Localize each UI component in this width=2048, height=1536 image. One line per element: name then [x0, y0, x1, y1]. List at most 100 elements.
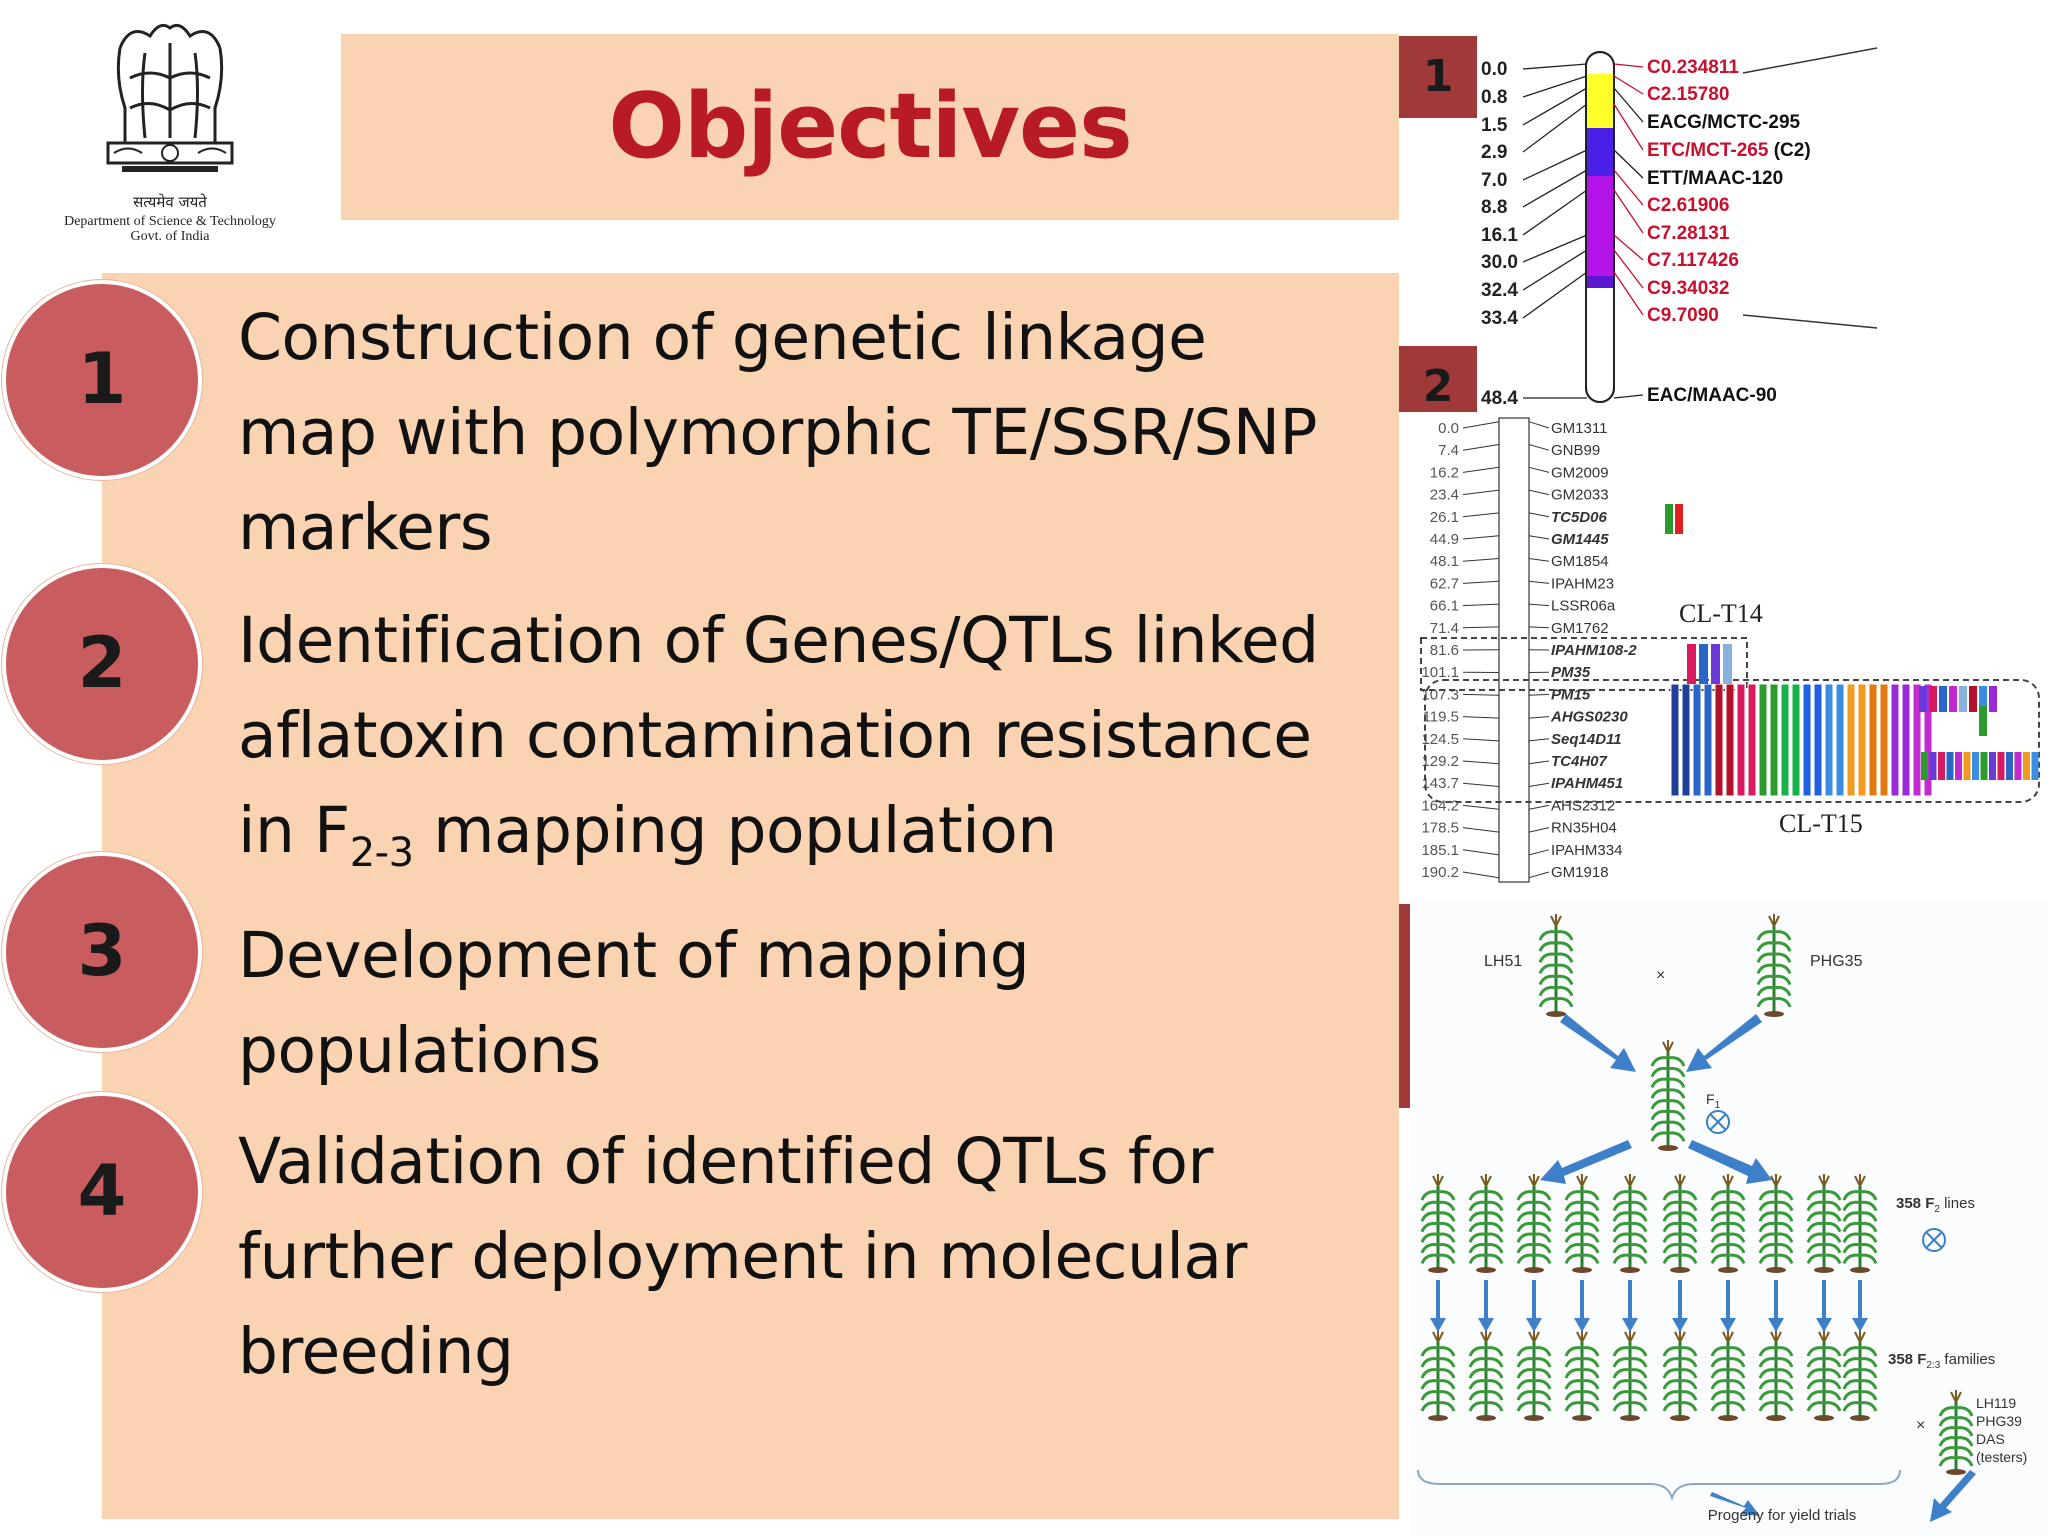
map1-tick — [1522, 87, 1588, 126]
objective-3-badge: 3 — [2, 852, 202, 1052]
qtl-bar — [1769, 683, 1779, 797]
map2-tick — [1528, 535, 1550, 540]
map2-marker-label: PM35 — [1551, 664, 1591, 681]
maize-plant-icon — [1516, 1174, 1552, 1273]
map2-marker-label: IPAHM334 — [1551, 842, 1622, 859]
objective-2-text: Identification of Genes/QTLs linked afla… — [238, 593, 1378, 878]
f1-label: F1 — [1706, 1091, 1721, 1111]
map2-tick — [1528, 760, 1550, 765]
map2-position-label: 44.9 — [1430, 531, 1459, 548]
down-arrow-head — [1574, 1318, 1590, 1332]
map2-marker-label: PM15 — [1551, 686, 1591, 703]
down-arrow-head — [1852, 1318, 1868, 1332]
map2-position-label: 81.6 — [1430, 642, 1459, 659]
qtl-bar-small — [1979, 706, 1987, 736]
objective-3-text: Development of mapping populations — [238, 908, 1378, 1098]
qtl-bar-small — [2023, 752, 2030, 780]
map2-position-label: 129.2 — [1421, 753, 1459, 770]
chromosome-band — [1587, 276, 1613, 288]
map1-marker-tick — [1613, 149, 1644, 179]
qtl-bar — [1736, 683, 1746, 797]
map2-tick — [1462, 444, 1500, 451]
tester-1: LH119 — [1976, 1395, 2016, 1411]
objective-3-line: populations — [238, 1014, 601, 1087]
maize-plant-icon — [1538, 914, 1574, 1017]
map2-tick — [1528, 738, 1550, 742]
maize-plant-icon — [1662, 1174, 1698, 1273]
map1-position-label: 33.4 — [1481, 308, 1518, 329]
chromosome-blue-segment — [1587, 128, 1613, 176]
map1-position-label: 16.1 — [1481, 225, 1518, 246]
map2-tick — [1462, 716, 1500, 719]
qtl-bar-small — [1989, 752, 1996, 780]
qtl-bar — [1901, 683, 1911, 797]
map1-tick — [1522, 189, 1588, 236]
map2-tick — [1528, 804, 1550, 810]
map1-position-label: 0.0 — [1481, 59, 1507, 80]
map2-tick — [1528, 827, 1550, 833]
qtl-bar — [1703, 683, 1713, 797]
maize-plant-icon — [1756, 914, 1792, 1017]
linkage-map-figure: 0.00.81.52.97.08.816.130.032.433.448.4 C… — [1481, 47, 1878, 409]
progeny-arrow-icon — [1710, 1492, 1760, 1516]
objective-1-line: markers — [238, 491, 493, 564]
maize-plant-icon — [1564, 1330, 1600, 1421]
map1-marker-tick — [1613, 394, 1644, 399]
maize-plant-icon — [1612, 1330, 1648, 1421]
national-emblem-icon — [106, 23, 234, 172]
figure-tag-1: 1 — [1399, 36, 1477, 118]
down-arrow-head — [1478, 1318, 1494, 1332]
qtl-cluster-figure: 0.07.416.223.426.144.948.162.766.171.481… — [1399, 412, 2048, 892]
tester-arrow-icon — [1930, 1470, 1976, 1522]
map1-positions: 0.00.81.52.97.08.816.130.032.433.448.4 — [1481, 59, 1588, 409]
map1-marker-tick — [1613, 234, 1644, 261]
objective-2-line: aflatoxin contamination resistance — [238, 699, 1312, 772]
map2-tick — [1528, 558, 1550, 562]
map1-tick — [1522, 103, 1588, 153]
down-arrow-head — [1526, 1318, 1542, 1332]
map2-tick — [1528, 444, 1550, 451]
map2-tick — [1528, 512, 1550, 518]
qtl-bar-small — [1969, 686, 1977, 712]
qtl-bar-small — [1938, 752, 1945, 780]
map2-position-label: 164.2 — [1421, 797, 1459, 814]
qtl-bar-small — [1972, 752, 1979, 780]
qtl-bar-small — [2006, 752, 2013, 780]
qtl-bar-small — [1963, 752, 1971, 780]
objective-2-badge: 2 — [2, 564, 202, 764]
map2-tick — [1462, 512, 1500, 518]
map1-position-label: 7.0 — [1481, 170, 1507, 191]
maize-plant-icon — [1420, 1330, 1456, 1421]
map2-marker-label: GM2033 — [1551, 487, 1609, 504]
map2-tick — [1462, 489, 1500, 496]
map2-positions: 0.07.416.223.426.144.948.162.766.171.481… — [1421, 420, 1459, 881]
map1-position-label: 30.0 — [1481, 252, 1518, 273]
map1-tick — [1522, 75, 1588, 98]
map2-position-label: 7.4 — [1438, 442, 1459, 459]
qtl-bar-small — [1959, 686, 1967, 712]
down-arrow-head — [1622, 1318, 1638, 1332]
qtl-bar — [1868, 683, 1878, 797]
f23-families-label: 358 F2:3 families — [1888, 1351, 1995, 1371]
map2-position-label: 119.5 — [1423, 709, 1459, 726]
map2-tick — [1528, 871, 1550, 879]
page-title: Objectives — [608, 74, 1132, 179]
map2-tick — [1462, 626, 1500, 629]
map2-tick — [1462, 804, 1500, 810]
map1-marker-tick — [1613, 249, 1644, 289]
qtl-bar-small — [1997, 752, 2005, 780]
qtl-bar — [1912, 683, 1922, 797]
maize-plant-icon — [1710, 1330, 1746, 1421]
map1-marker-tick — [1613, 87, 1644, 123]
map2-marker-label: LSSR06a — [1551, 598, 1616, 615]
parent1-label: LH51 — [1484, 953, 1522, 970]
qtl-bar — [1857, 683, 1867, 797]
qtl-bar — [1879, 683, 1889, 797]
maize-plant-icon — [1710, 1174, 1746, 1273]
map2-marker-label: GM1762 — [1551, 620, 1609, 637]
down-arrow-head — [1430, 1318, 1446, 1332]
f2-lines-label: 358 F2 lines — [1896, 1195, 1975, 1215]
map2-position-label: 178.5 — [1421, 820, 1459, 837]
bracket — [1417, 1469, 1901, 1502]
down-arrow-head — [1816, 1318, 1832, 1332]
